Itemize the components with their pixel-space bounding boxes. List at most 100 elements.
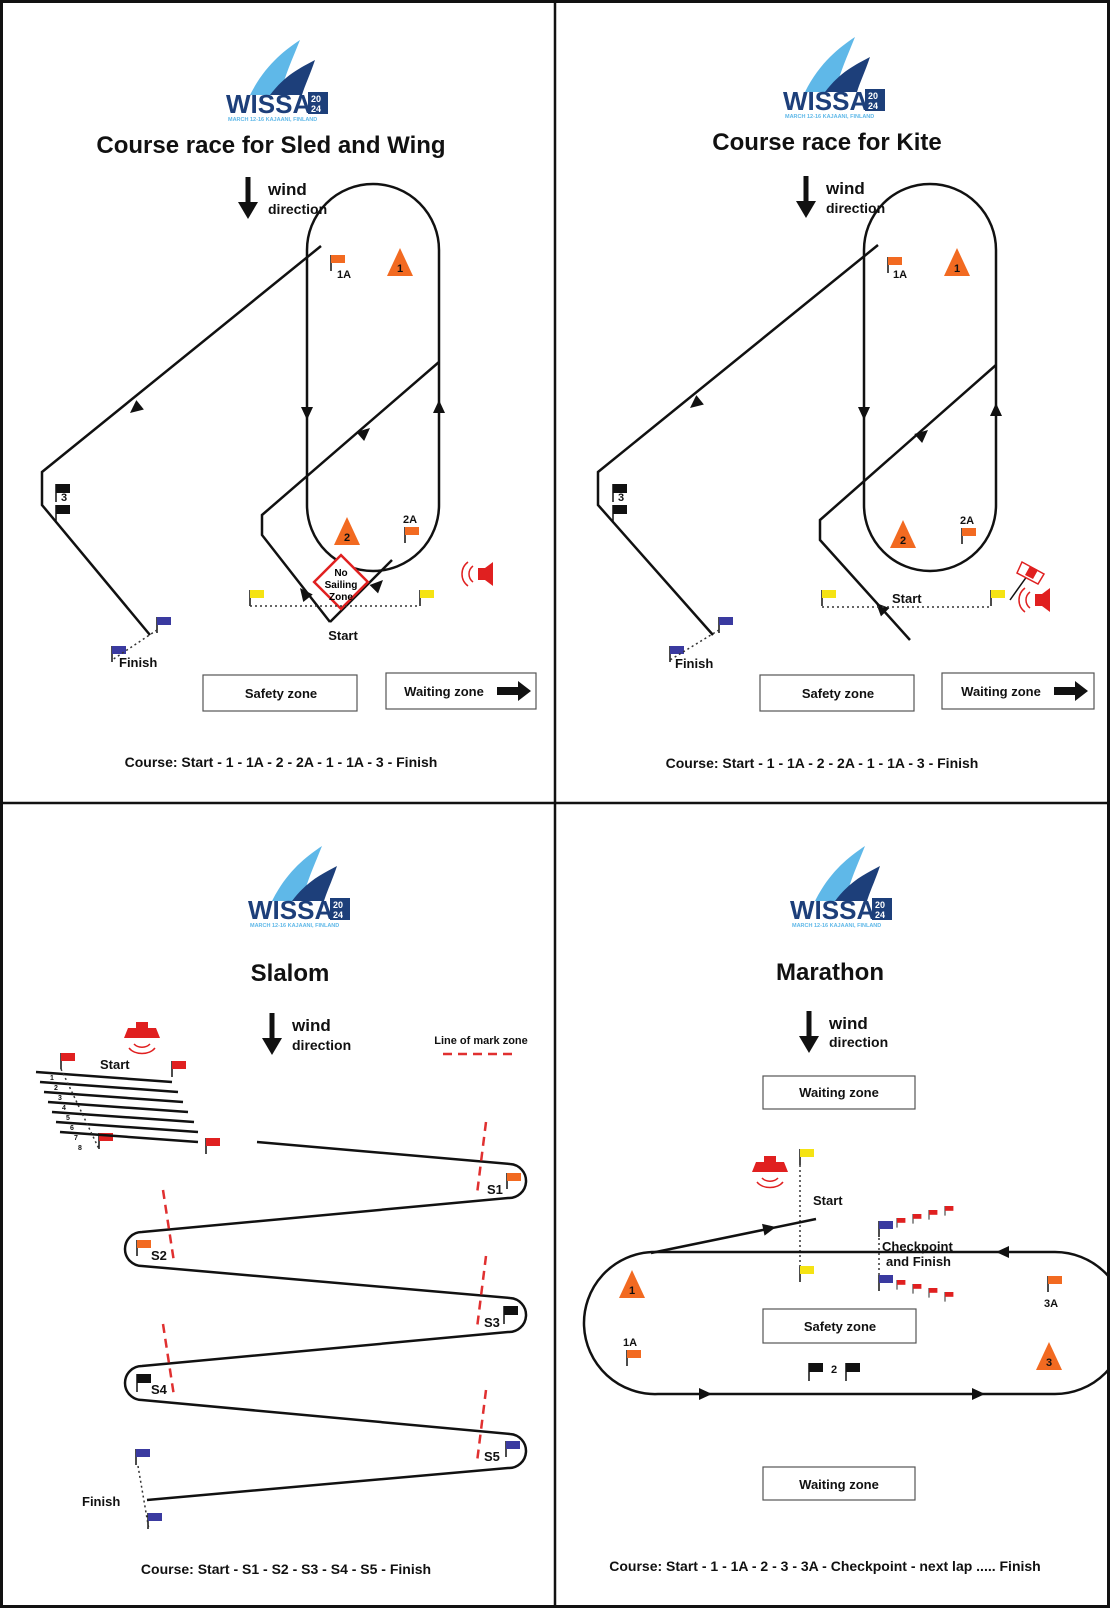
start-line: Start [650, 1148, 843, 1283]
svg-text:Safety zone: Safety zone [804, 1319, 876, 1334]
svg-text:WISSA: WISSA [783, 86, 868, 116]
arrow-right-icon [497, 681, 531, 701]
mark-3: 3 [1036, 1342, 1062, 1370]
checkpoint-and-finish: Checkpoint and Finish [878, 1205, 954, 1303]
finish-line: Finish [669, 616, 734, 671]
svg-text:Waiting zone: Waiting zone [961, 684, 1041, 699]
horn-icon [123, 1021, 161, 1055]
svg-text:Waiting zone: Waiting zone [799, 1085, 879, 1100]
mark-1: 1 [619, 1270, 645, 1298]
wind-arrow-icon [262, 1038, 282, 1055]
safety-zone-box: Safety zone [202, 674, 358, 712]
start-label: Start [100, 1057, 130, 1072]
logo-subtitle: MARCH 12-16 KAJAANI, FINLAND [228, 117, 317, 123]
svg-text:2: 2 [831, 1364, 837, 1376]
svg-text:7: 7 [74, 1135, 78, 1142]
course-path [40, 182, 445, 636]
course-description: Course: Start - 1 - 1A - 2 - 2A - 1 - 1A… [666, 755, 979, 771]
svg-text:3: 3 [1046, 1357, 1052, 1369]
svg-text:1A: 1A [337, 269, 351, 281]
no-sailing-zone: No Sailing Zone [312, 553, 370, 611]
horn-icon [751, 1155, 789, 1189]
start-line: Start [821, 589, 1006, 608]
svg-text:direction: direction [829, 1034, 888, 1050]
safety-zone-box: Safety zone [759, 674, 915, 712]
svg-text:Waiting zone: Waiting zone [404, 684, 484, 699]
svg-text:S5: S5 [484, 1449, 500, 1464]
logo-year-top: 20 [311, 94, 321, 104]
panel-marathon: WISSA 20 24 MARCH 12-16 KAJAANI, FINLAND… [582, 846, 1110, 1574]
svg-text:direction: direction [292, 1037, 351, 1053]
mark-3a: 3A [1044, 1275, 1063, 1310]
svg-text:3: 3 [61, 492, 67, 504]
svg-text:20: 20 [333, 900, 343, 910]
svg-text:MARCH 12-16 KAJAANI, FINLAND: MARCH 12-16 KAJAANI, FINLAND [250, 923, 339, 929]
waiting-zone-box: Waiting zone [385, 672, 537, 710]
speaker-icon [461, 561, 494, 587]
svg-text:S4: S4 [151, 1382, 168, 1397]
wind-direction-indicator: wind direction [238, 177, 327, 219]
marathon-course-path [582, 1246, 1110, 1400]
svg-text:4: 4 [62, 1105, 66, 1112]
wissa-logo: WISSA 20 24 MARCH 12-16 KAJAANI, FINLAND [790, 846, 892, 929]
svg-text:MARCH 12-16 KAJAANI, FINLAND: MARCH 12-16 KAJAANI, FINLAND [792, 923, 881, 929]
mark-1a: 1A [887, 256, 907, 281]
panel-slalom: WISSA 20 24 MARCH 12-16 KAJAANI, FINLAND… [35, 846, 528, 1577]
svg-text:1A: 1A [623, 1337, 637, 1349]
finish-line: Finish [111, 616, 172, 670]
start-line: Start [249, 589, 435, 643]
start-label: Start [892, 591, 922, 606]
svg-text:No: No [334, 568, 347, 579]
svg-text:2A: 2A [960, 515, 974, 527]
svg-text:2A: 2A [403, 514, 417, 526]
wind-direction-indicator: wind direction [796, 176, 885, 218]
panel-title: Marathon [776, 959, 884, 986]
finish-line: Finish [82, 1448, 163, 1531]
svg-text:S1: S1 [487, 1182, 503, 1197]
wissa-logo: WISSA 20 24 MARCH 12-16 KAJAANI, FINLAND [226, 40, 328, 123]
finish-label: Finish [119, 655, 157, 670]
svg-text:Waiting zone: Waiting zone [799, 1477, 879, 1492]
svg-text:24: 24 [868, 101, 878, 111]
start-area: Start 1 2 3 4 5 6 7 [35, 1052, 221, 1155]
svg-text:S3: S3 [484, 1315, 500, 1330]
mark-2: 2 [890, 520, 916, 548]
mark-s5: S5 [484, 1440, 521, 1464]
legend-line-of-mark-zone: Line of mark zone [434, 1035, 528, 1056]
svg-text:6: 6 [70, 1125, 74, 1132]
waiting-zone-top: Waiting zone [762, 1075, 916, 1110]
svg-text:2: 2 [344, 532, 350, 544]
signal-flag-icon [1009, 560, 1046, 601]
mark-2: 2 [334, 517, 360, 545]
svg-text:MARCH 12-16 KAJAANI, FINLAND: MARCH 12-16 KAJAANI, FINLAND [785, 114, 874, 120]
panel-title: Course race for Sled and Wing [96, 132, 445, 159]
mark-1a: 1A [623, 1337, 642, 1367]
wind-arrow-icon [238, 202, 258, 219]
wissa-logo: WISSA 20 24 MARCH 12-16 KAJAANI, FINLAND [783, 37, 885, 120]
wind-label-direction: direction [268, 201, 327, 217]
course-description: Course: Start - S1 - S2 - S3 - S4 - S5 -… [141, 1561, 431, 1577]
wind-arrow-icon [796, 201, 816, 218]
logo-year-bottom: 24 [311, 104, 321, 114]
svg-text:5: 5 [66, 1115, 70, 1122]
mark-1: 1 [944, 248, 970, 276]
mark-2a: 2A [960, 515, 977, 545]
svg-text:1A: 1A [893, 269, 907, 281]
wissa-logo: WISSA 20 24 MARCH 12-16 KAJAANI, FINLAND [248, 846, 350, 929]
svg-text:20: 20 [868, 91, 878, 101]
svg-text:24: 24 [333, 910, 343, 920]
svg-text:1: 1 [50, 1075, 54, 1082]
waiting-zone-bottom: Waiting zone [762, 1466, 916, 1501]
svg-text:1: 1 [629, 1285, 635, 1297]
mark-s2: S2 [136, 1239, 167, 1263]
svg-text:wind: wind [825, 179, 865, 198]
mark-1a: 1A [330, 254, 351, 281]
mark-3: 3 [55, 483, 71, 524]
wind-direction-indicator: wind direction [799, 1011, 888, 1053]
svg-text:Zone: Zone [329, 592, 353, 603]
mark-s4: S4 [136, 1373, 168, 1397]
mark-3: 3 [612, 483, 628, 524]
svg-text:Sailing: Sailing [325, 580, 358, 591]
svg-text:20: 20 [875, 900, 885, 910]
